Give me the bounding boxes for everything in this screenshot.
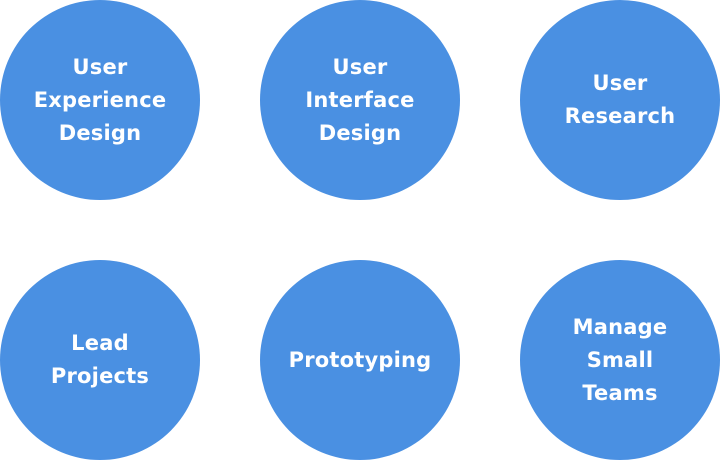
skill-circle-lead-projects: Lead Projects [0,260,200,460]
skill-label: User Interface Design [305,54,415,145]
skill-label: User Research [564,71,676,128]
skill-circle-user-experience-design: User Experience Design [0,0,200,200]
skill-circle-user-interface-design: User Interface Design [260,0,460,200]
skill-label: Prototyping [288,347,432,372]
skill-label: Manage Small Teams [572,314,668,405]
skill-circle-prototyping: Prototyping [260,260,460,460]
skill-label: User Experience Design [33,54,167,145]
skill-circle-user-research: User Research [520,0,720,200]
skill-circle-manage-small-teams: Manage Small Teams [520,260,720,460]
skill-label: Lead Projects [50,331,150,388]
